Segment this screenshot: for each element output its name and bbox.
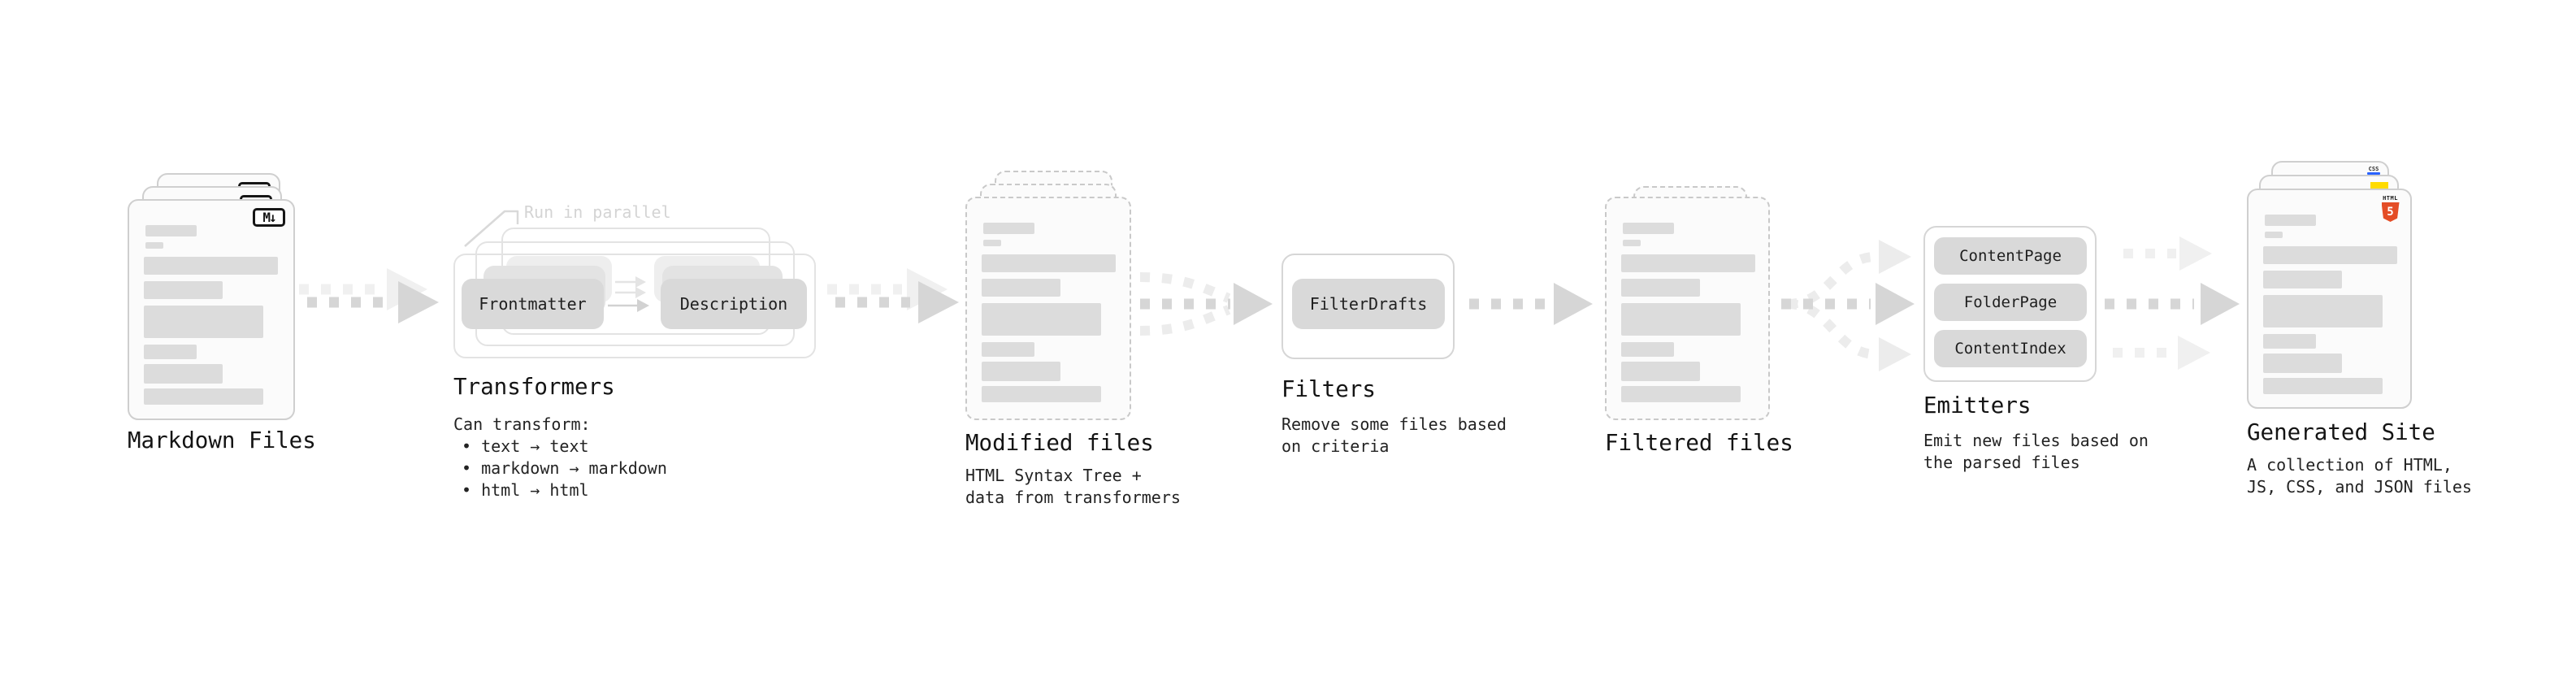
filtered-file-front	[1605, 197, 1770, 420]
html5-icon-number: 5	[2387, 206, 2394, 219]
text-line-placeholder	[144, 345, 197, 359]
text-line-placeholder	[982, 342, 1034, 357]
text-line-placeholder	[2263, 334, 2316, 349]
filters-description-line: Remove some files based	[1281, 414, 1507, 434]
emitter-chip-contentindex: ContentIndex	[1934, 330, 2087, 367]
generated-site-label: Generated Site	[2247, 419, 2435, 445]
filters-description: Remove some files based on criteria	[1281, 414, 1507, 458]
html5-icon: HTML 5	[2380, 195, 2400, 222]
transformer-box-front	[453, 254, 816, 358]
text-line-placeholder	[982, 386, 1101, 402]
text-line-placeholder	[2265, 215, 2316, 226]
transformers-bullet: • text → text	[462, 436, 589, 456]
transformers-bullet: • markdown → markdown	[462, 458, 667, 478]
flow-arrow-transformers-to-modified	[827, 268, 959, 323]
modified-files-description: HTML Syntax Tree + data from transformer…	[965, 465, 1181, 509]
description-chip: Description	[661, 279, 807, 329]
text-line-placeholder	[1623, 223, 1674, 234]
emitter-chip-contentpage: ContentPage	[1934, 237, 2087, 275]
text-line-placeholder	[144, 388, 263, 405]
run-in-parallel-note: Run in parallel	[524, 202, 671, 222]
modified-file-front	[965, 197, 1131, 420]
transformers-label: Transformers	[453, 374, 615, 400]
html5-icon-word: HTML	[2383, 195, 2398, 202]
text-line-placeholder	[1621, 254, 1755, 272]
transformer-chip-arrows	[608, 276, 649, 312]
text-line-placeholder	[144, 281, 223, 299]
text-line-placeholder	[982, 362, 1060, 381]
flow-arrow-filters-to-filtered	[1469, 283, 1593, 325]
text-line-placeholder	[144, 364, 223, 384]
filterdrafts-chip: FilterDrafts	[1292, 279, 1445, 329]
text-line-placeholder	[2263, 246, 2397, 264]
transformers-description-heading: Can transform:	[453, 414, 591, 434]
text-line-placeholder	[983, 223, 1034, 234]
text-line-placeholder	[144, 306, 263, 338]
emitters-description-line: the parsed files	[1923, 453, 2080, 472]
generated-file-html: HTML 5	[2247, 189, 2412, 409]
filters-description-line: on criteria	[1281, 436, 1390, 456]
css-icon: CSS	[2367, 167, 2380, 175]
modified-files-label: Modified files	[965, 430, 1154, 456]
text-line-placeholder	[1621, 362, 1700, 381]
emitters-description: Emit new files based on the parsed files	[1923, 430, 2149, 474]
css-icon-underline	[2367, 172, 2380, 175]
transformers-description: Can transform: • text → text • markdown …	[453, 414, 667, 501]
text-line-placeholder	[2263, 354, 2342, 373]
transformers-bullet: • html → html	[462, 480, 589, 500]
markdown-file-front: M↓	[128, 199, 295, 420]
filters-label: Filters	[1281, 376, 1376, 402]
emitters-description-line: Emit new files based on	[1923, 431, 2149, 450]
text-line-placeholder	[1621, 279, 1700, 297]
filtered-files-label: Filtered files	[1605, 430, 1793, 456]
text-line-placeholder	[144, 257, 278, 275]
text-line-placeholder	[2263, 378, 2383, 394]
text-line-placeholder	[982, 254, 1116, 272]
run-in-parallel-callout-line	[464, 210, 519, 247]
flow-arrow-emitters-to-generated	[2105, 236, 2240, 370]
text-line-placeholder	[2263, 295, 2383, 327]
text-line-placeholder	[1621, 386, 1741, 402]
flow-arrow-modified-to-filters	[1139, 272, 1273, 336]
text-line-placeholder	[145, 242, 163, 249]
generated-site-description-line: A collection of HTML,	[2247, 455, 2452, 475]
frontmatter-chip: Frontmatter	[462, 279, 604, 329]
text-line-placeholder	[1621, 342, 1674, 357]
html5-icon-shield: 5	[2381, 202, 2400, 222]
modified-files-description-line: HTML Syntax Tree +	[965, 466, 1142, 485]
text-line-placeholder	[1621, 303, 1741, 336]
text-line-placeholder	[982, 303, 1101, 336]
text-line-placeholder	[982, 279, 1060, 297]
text-line-placeholder	[983, 240, 1001, 246]
css-icon-label: CSS	[2368, 166, 2379, 172]
generated-site-description-line: JS, CSS, and JSON files	[2247, 477, 2472, 497]
text-line-placeholder	[145, 225, 197, 236]
modified-files-description-line: data from transformers	[965, 488, 1181, 507]
emitters-label: Emitters	[1923, 393, 2032, 419]
emitter-chip-folderpage: FolderPage	[1934, 284, 2087, 321]
text-line-placeholder	[1623, 240, 1641, 246]
generated-site-description: A collection of HTML, JS, CSS, and JSON …	[2247, 454, 2472, 498]
text-line-placeholder	[2263, 271, 2342, 288]
markdown-icon: M↓	[253, 208, 285, 227]
markdown-icon-glyph: M↓	[262, 210, 276, 225]
flow-arrow-filtered-to-emitters	[1781, 240, 1915, 371]
text-line-placeholder	[2265, 232, 2283, 238]
flow-arrow-markdown-to-transformers	[299, 268, 439, 323]
markdown-files-label: Markdown Files	[128, 427, 316, 453]
